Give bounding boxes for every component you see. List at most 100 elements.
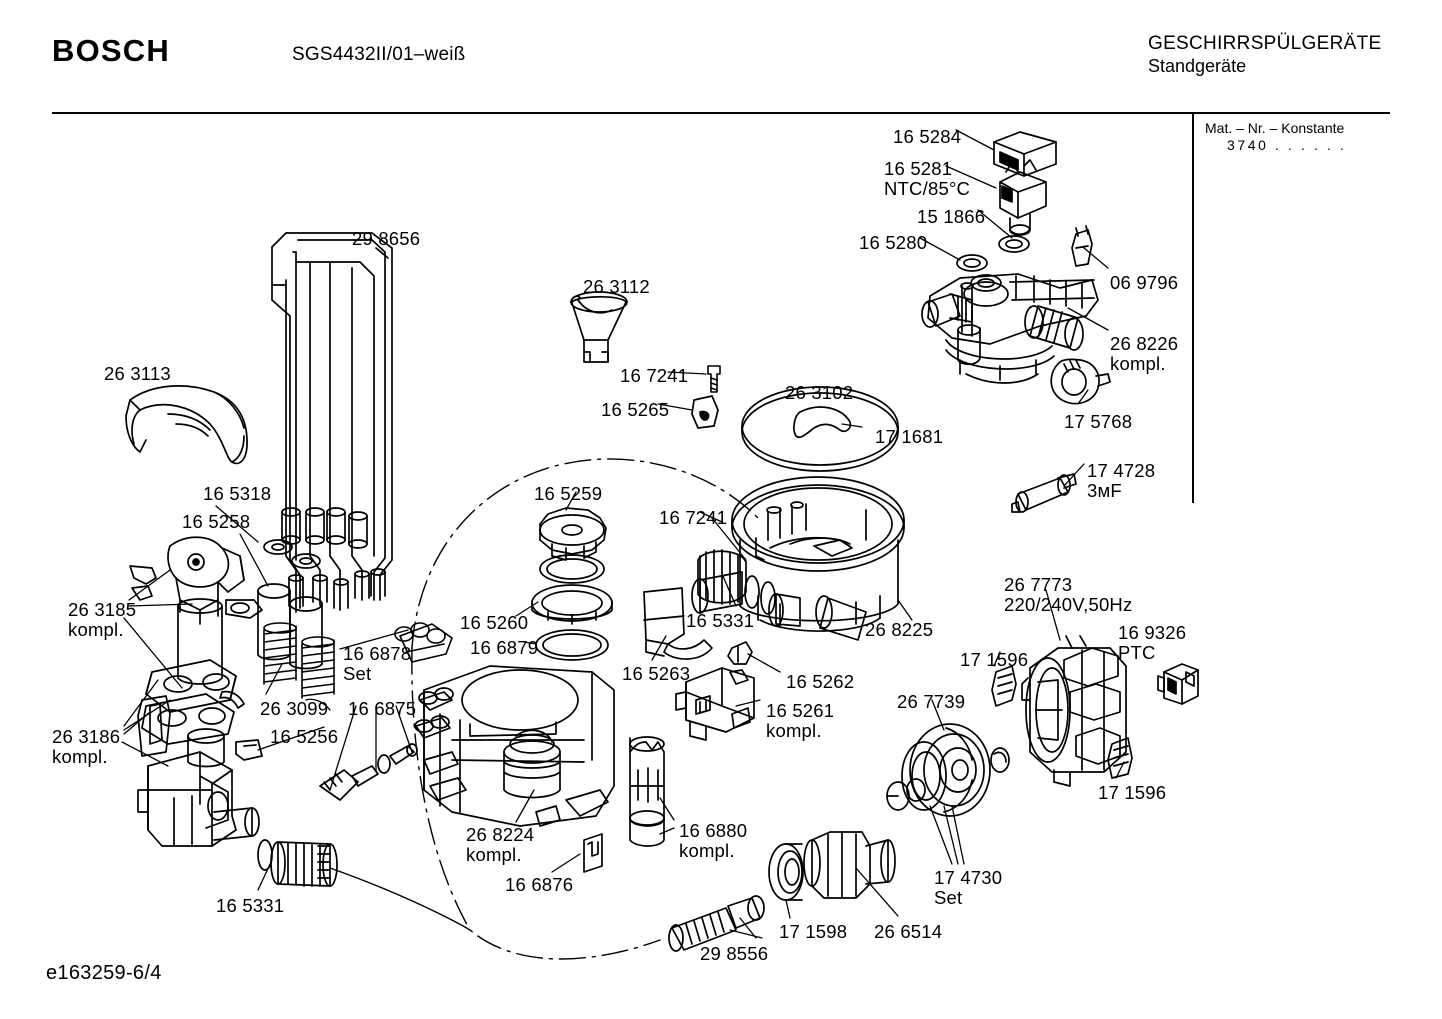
part-label-165331b: 16 5331 <box>686 611 754 631</box>
part-number: 16 5260 <box>460 612 529 633</box>
part-number: 16 5261 <box>766 700 835 721</box>
part-number: 16 5258 <box>182 511 251 532</box>
part-label-263112: 26 3112 <box>583 277 650 297</box>
frame-top-rule <box>52 112 1390 114</box>
part-qualifier: 220/240V,50Hz <box>1004 594 1133 615</box>
part-number: 26 7773 <box>1004 574 1073 595</box>
part-number: 16 5262 <box>786 671 855 692</box>
part-number: 17 1598 <box>779 921 848 942</box>
part-number: 26 3186 <box>52 726 121 747</box>
part-number: 15 1866 <box>917 206 986 227</box>
frame-vertical-divider <box>1192 113 1194 503</box>
part-number: 16 5281 <box>884 158 953 179</box>
bosch-logo: BOSCH <box>52 33 170 68</box>
part-number: 26 6514 <box>874 921 943 942</box>
model-designation: SGS4432II/01–weiß <box>292 44 466 65</box>
part-number: 17 1596 <box>960 649 1029 670</box>
part-qualifier: Set <box>934 887 963 908</box>
part-label-171596b: 17 1596 <box>1098 783 1166 803</box>
drawing-id: e163259-6/4 <box>46 962 162 984</box>
part-label-069796: 06 9796 <box>1110 273 1178 293</box>
part-qualifier: kompl. <box>1110 353 1166 374</box>
part-number: 16 6878 <box>343 643 412 664</box>
part-number: 17 4730 <box>934 867 1003 888</box>
part-label-263113: 26 3113 <box>104 364 171 384</box>
category-line-1: GESCHIRRSPÜLGERÄTE <box>1148 33 1382 54</box>
part-label-267739: 26 7739 <box>897 692 965 712</box>
category-line-2: Standgeräte <box>1148 56 1247 76</box>
part-number: 16 7241 <box>659 507 728 528</box>
part-number: 16 5263 <box>622 663 691 684</box>
part-number: 16 5259 <box>534 483 603 504</box>
part-qualifier: kompl. <box>68 619 124 640</box>
part-number: 16 6875 <box>348 698 417 719</box>
part-label-165263: 16 5263 <box>622 664 690 684</box>
part-number: 16 6880 <box>679 820 748 841</box>
part-number: 16 5284 <box>893 126 962 147</box>
part-number: 26 8226 <box>1110 333 1179 354</box>
part-label-171596a: 17 1596 <box>960 650 1028 670</box>
part-number: 06 9796 <box>1110 272 1179 293</box>
part-number: 26 8224 <box>466 824 535 845</box>
part-number: 26 3112 <box>583 276 650 297</box>
material-number-box: Mat. – Nr. – Konstante 3740 . . . . . . <box>1205 120 1346 154</box>
part-label-263102: 26 3102 <box>785 383 853 403</box>
part-label-165258: 16 5258 <box>182 512 250 532</box>
part-number: 26 3102 <box>785 382 854 403</box>
part-number: 26 8225 <box>865 619 934 640</box>
part-qualifier: kompl. <box>766 720 822 741</box>
part-label-166879: 16 6879 <box>470 638 538 658</box>
part-label-266514: 26 6514 <box>874 922 942 942</box>
part-label-165318: 16 5318 <box>203 484 271 504</box>
part-label-171681: 17 1681 <box>875 427 943 447</box>
part-number: 16 9326 <box>1118 622 1187 643</box>
part-number: 29 8556 <box>700 943 769 964</box>
part-number: 16 5318 <box>203 483 272 504</box>
part-number: 17 5768 <box>1064 411 1133 432</box>
part-label-165256: 16 5256 <box>270 727 338 747</box>
part-label-298656: 29 8656 <box>352 229 420 249</box>
part-label-263099: 26 3099 <box>260 699 328 719</box>
part-qualifier: 3ᴍF <box>1087 480 1122 501</box>
part-number: 16 5331 <box>686 610 755 631</box>
part-qualifier: kompl. <box>679 840 735 861</box>
part-number: 16 5256 <box>270 726 339 747</box>
part-qualifier: Set <box>343 663 372 684</box>
part-label-166875: 16 6875 <box>348 699 416 719</box>
part-number: 26 3113 <box>104 363 171 384</box>
part-number: 16 5280 <box>859 232 928 253</box>
part-label-167241a: 16 7241 <box>620 366 688 386</box>
part-number: 16 5265 <box>601 399 670 420</box>
part-number: 16 7241 <box>620 365 689 386</box>
part-label-165331a: 16 5331 <box>216 896 284 916</box>
part-label-165265: 16 5265 <box>601 400 669 420</box>
part-label-165284: 16 5284 <box>893 127 961 147</box>
part-qualifier: kompl. <box>466 844 522 865</box>
material-number-value: 3740 . . . . . . <box>1227 137 1347 153</box>
part-qualifier: NTC/85°C <box>884 178 971 199</box>
part-label-165280: 16 5280 <box>859 233 927 253</box>
part-number: 17 4728 <box>1087 460 1156 481</box>
part-number: 26 3185 <box>68 599 137 620</box>
part-number: 17 1681 <box>875 426 944 447</box>
part-label-167241b: 16 7241 <box>659 508 727 528</box>
part-number: 17 1596 <box>1098 782 1167 803</box>
part-number: 16 6879 <box>470 637 539 658</box>
part-label-165262: 16 5262 <box>786 672 854 692</box>
part-label-165259: 16 5259 <box>534 484 602 504</box>
part-number: 29 8656 <box>352 228 421 249</box>
part-label-298556: 29 8556 <box>700 944 768 964</box>
part-label-171598: 17 1598 <box>779 922 847 942</box>
